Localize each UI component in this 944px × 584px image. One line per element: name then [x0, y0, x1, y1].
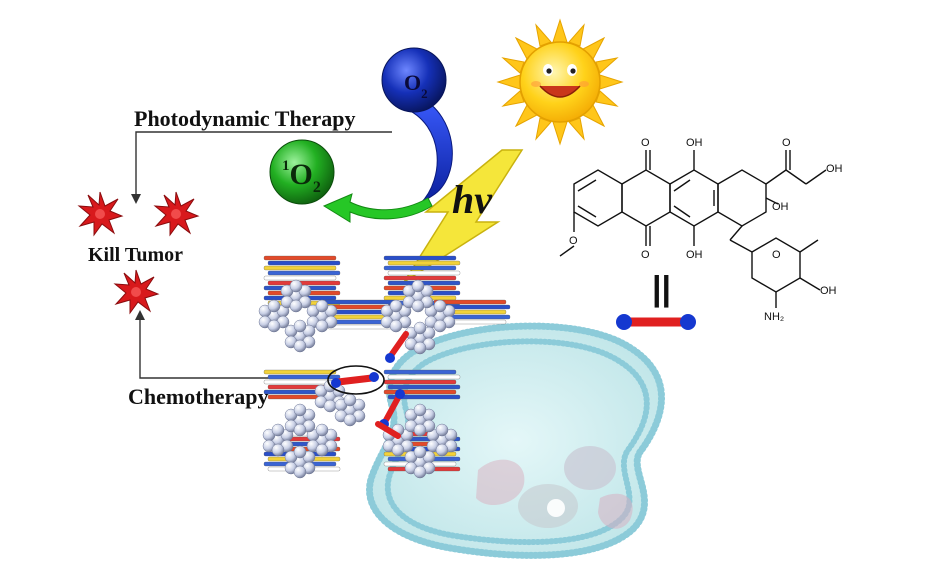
framework-layer	[323, 299, 397, 305]
kill-tumor-label: Kill Tumor	[88, 244, 184, 266]
light-hv-label: hv	[452, 177, 492, 222]
framework-layer	[387, 384, 461, 390]
framework-layer	[267, 374, 341, 380]
framework-layer	[263, 369, 337, 375]
framework-atom	[323, 399, 337, 413]
framework-layer	[263, 255, 337, 261]
framework-atom	[271, 423, 285, 437]
chemical-structure-labels: O OH O OH OH O OH O O OH NH₂	[569, 137, 843, 323]
framework-layer	[263, 275, 337, 281]
drug-molecule-icon	[375, 421, 401, 439]
framework-atom	[389, 299, 403, 313]
framework-atom	[435, 443, 449, 457]
framework-layer	[267, 270, 341, 276]
chemotherapy-label: Chemotherapy	[128, 384, 269, 409]
framework-layer	[383, 369, 457, 375]
framework-atom	[293, 319, 307, 333]
framework-layer	[267, 280, 341, 286]
framework-layer	[267, 260, 341, 266]
framework-atom	[389, 319, 403, 333]
framework-atom	[293, 445, 307, 459]
framework-atom	[315, 443, 329, 457]
pdt-connector-line	[131, 131, 392, 204]
framework-atom	[293, 339, 307, 353]
svg-text:OH: OH	[826, 163, 843, 175]
svg-text:O: O	[569, 235, 578, 247]
framework-atom	[343, 413, 357, 427]
svg-text:OH: OH	[820, 285, 837, 297]
svg-text:OH: OH	[686, 249, 703, 261]
green-arrow	[322, 193, 433, 223]
svg-text:O: O	[772, 249, 781, 261]
equals-symbol: ||	[652, 270, 671, 308]
framework-layer	[263, 265, 337, 271]
framework-atom	[413, 445, 427, 459]
framework-layer	[387, 374, 461, 380]
framework-layer	[383, 275, 457, 281]
framework-atom	[413, 423, 427, 437]
framework-atom	[391, 443, 405, 457]
framework-atom	[411, 279, 425, 293]
drug-legend-icon	[616, 314, 696, 330]
framework-layer	[383, 379, 457, 385]
framework-atom	[343, 393, 357, 407]
framework-atom	[315, 319, 329, 333]
oxygen-label: O2	[404, 70, 428, 101]
framework-layer	[383, 389, 457, 395]
framework-atom	[413, 465, 427, 479]
lightning-icon	[403, 149, 524, 283]
framework-atom	[267, 319, 281, 333]
framework-atom	[413, 403, 427, 417]
framework-atom	[413, 341, 427, 355]
tumor-cell-icon	[78, 191, 123, 236]
svg-text:OH: OH	[772, 201, 789, 213]
svg-text:O: O	[782, 137, 791, 149]
framework-atom	[433, 319, 447, 333]
framework-atom	[315, 423, 329, 437]
drug-molecule-icon	[385, 331, 409, 363]
oxygen-sphere	[381, 47, 447, 113]
sun-icon	[496, 18, 624, 146]
framework-atom	[411, 299, 425, 313]
framework-atom	[433, 299, 447, 313]
svg-text:OH: OH	[686, 137, 703, 149]
framework-layer	[383, 265, 457, 271]
framework-atom	[289, 279, 303, 293]
singlet-oxygen-sphere	[269, 139, 335, 205]
tumor-cell-icon	[114, 269, 159, 314]
tumor-cell-icon	[154, 191, 199, 236]
framework-atom	[315, 299, 329, 313]
framework-layer	[383, 255, 457, 261]
framework-atom	[289, 299, 303, 313]
svg-text:NH₂: NH₂	[764, 311, 784, 323]
framework-atom	[267, 299, 281, 313]
singlet-oxygen-label: 1O2	[282, 158, 321, 196]
chemical-structure	[559, 150, 827, 308]
framework-atom	[293, 403, 307, 417]
framework-atom	[293, 465, 307, 479]
svg-text:O: O	[641, 137, 650, 149]
framework-atom	[435, 423, 449, 437]
framework-layer	[433, 299, 507, 305]
photodynamic-therapy-label: Photodynamic Therapy	[134, 106, 356, 131]
highlighted-drug-icon	[327, 365, 385, 395]
svg-text:O: O	[641, 249, 650, 261]
framework-atom	[271, 443, 285, 457]
framework-layer	[387, 260, 461, 266]
framework-atom	[293, 423, 307, 437]
framework-atom	[413, 321, 427, 335]
framework-layer	[387, 394, 461, 400]
framework-layer	[387, 270, 461, 276]
